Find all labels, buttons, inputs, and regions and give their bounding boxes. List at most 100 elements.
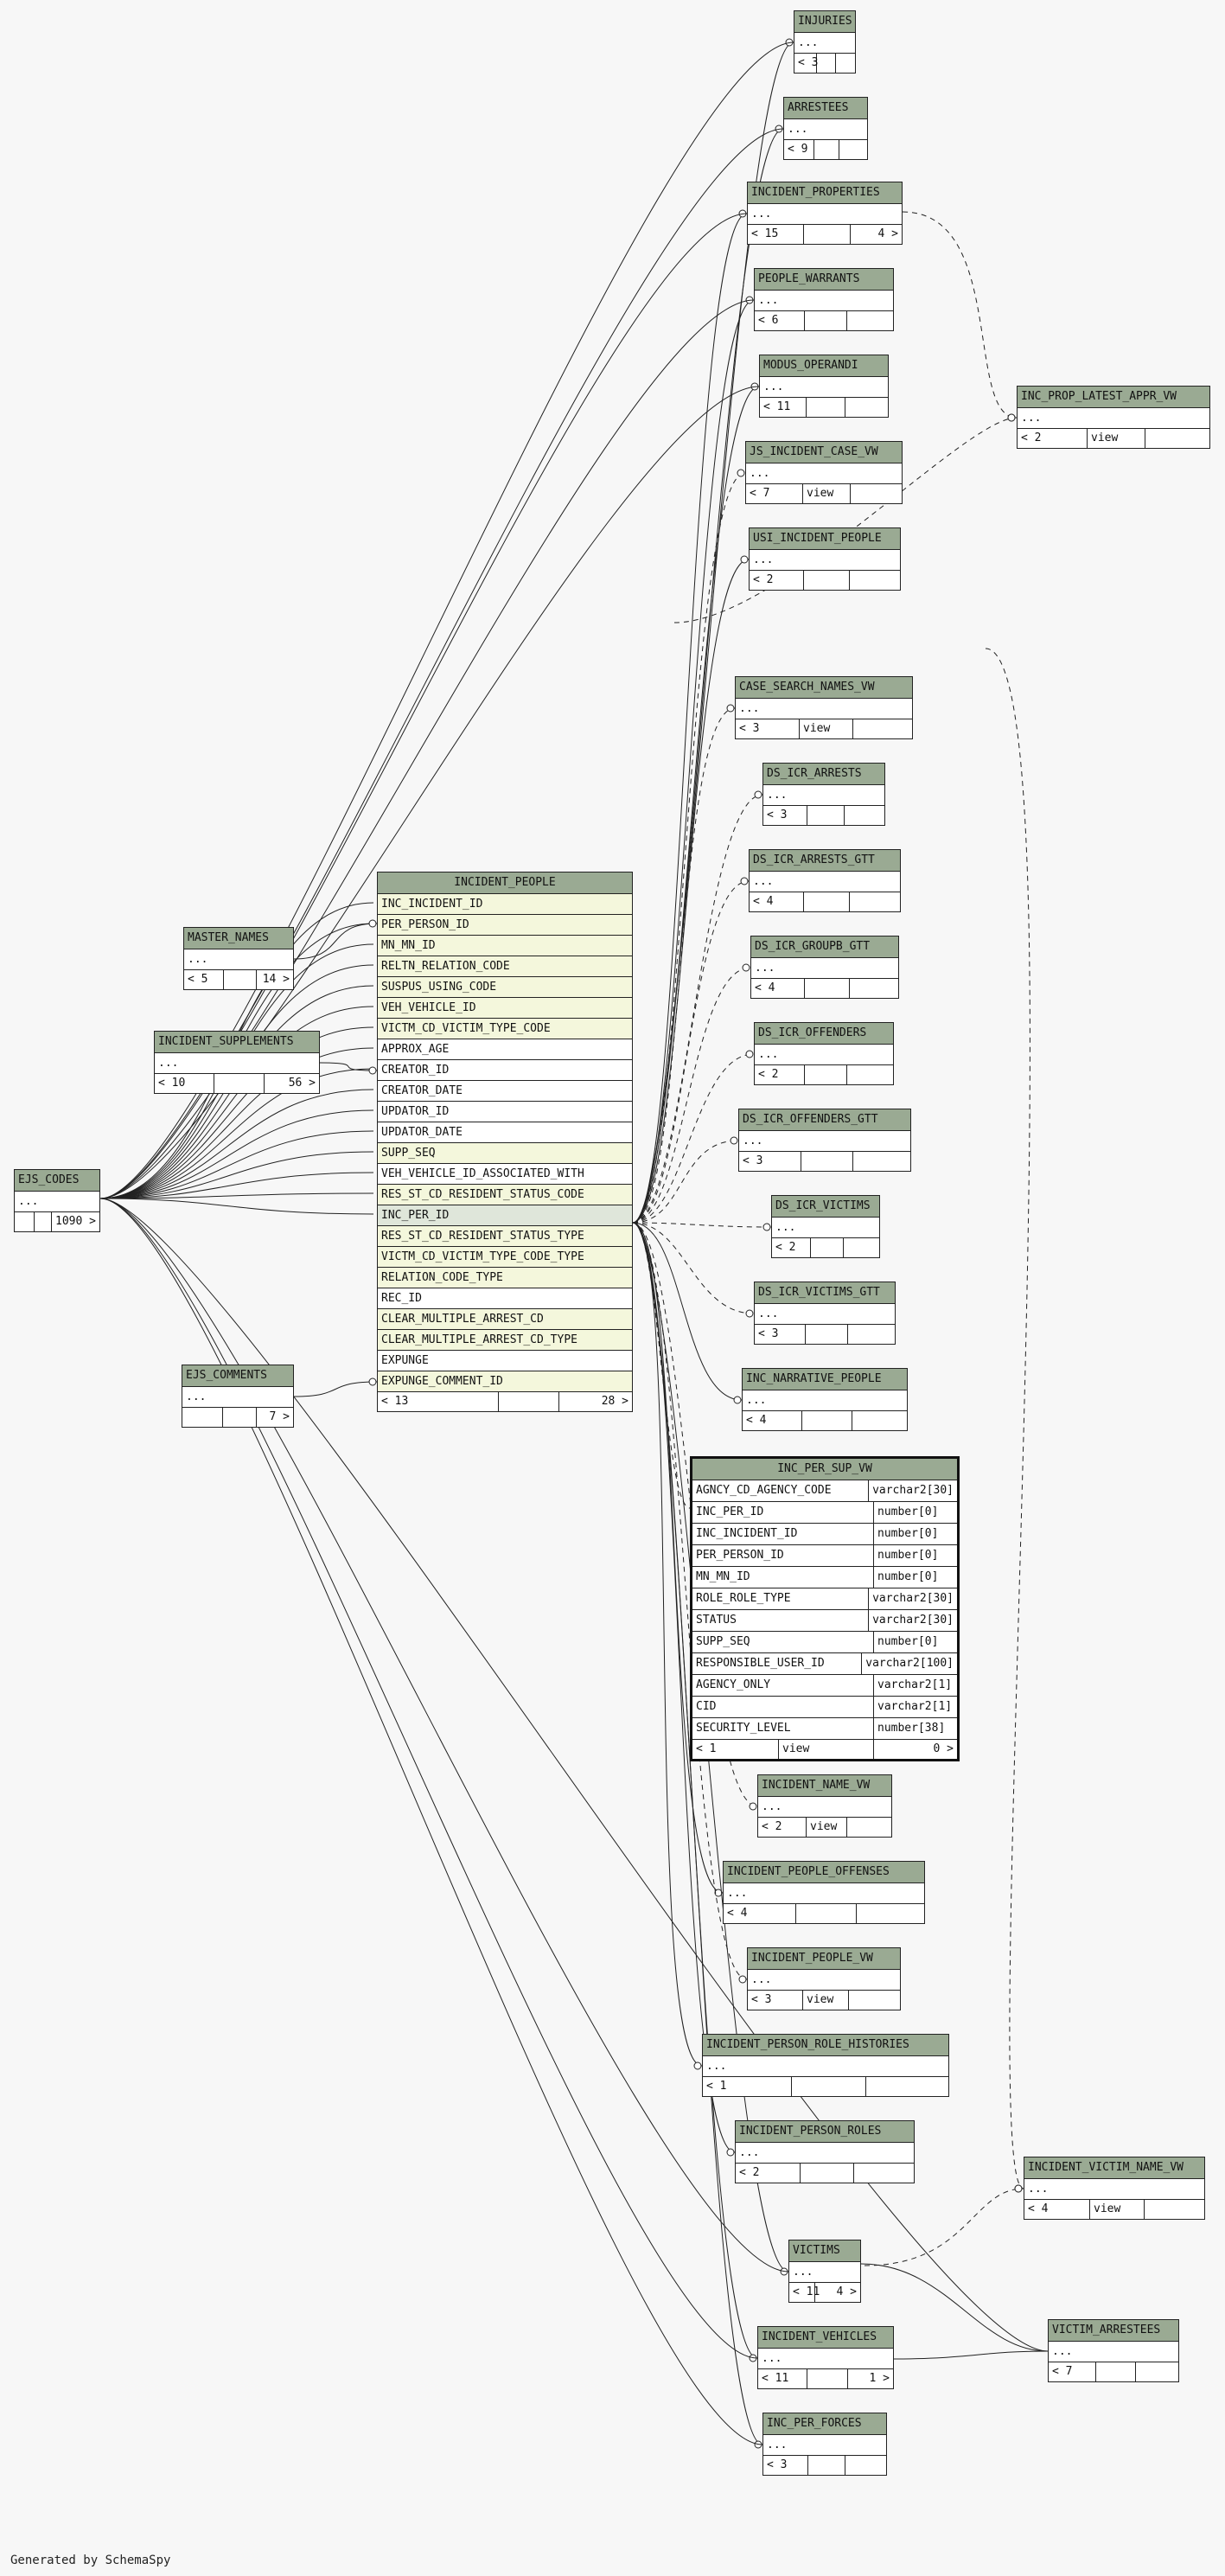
table-ejs-comments[interactable]: EJS_COMMENTS...7 > xyxy=(182,1365,294,1428)
parents-count: < 2 xyxy=(1018,429,1088,448)
table-title[interactable]: DS_ICR_VICTIMS_GTT xyxy=(755,1282,895,1304)
table-title[interactable]: INCIDENT_PROPERTIES xyxy=(748,182,902,204)
table-modus-operandi[interactable]: MODUS_OPERANDI...< 11 xyxy=(759,355,889,418)
table-title[interactable]: VICTIM_ARRESTEES xyxy=(1049,2320,1178,2342)
table-type: view xyxy=(807,1818,847,1837)
parents-count: < 3 xyxy=(794,54,818,73)
children-count xyxy=(849,1991,900,2010)
table-ds-icr-offenders-gtt[interactable]: DS_ICR_OFFENDERS_GTT...< 3 xyxy=(738,1109,911,1172)
table-title[interactable]: DS_ICR_OFFENDERS xyxy=(755,1023,893,1045)
table-footer: < 11 xyxy=(760,398,888,417)
table-title[interactable]: DS_ICR_OFFENDERS_GTT xyxy=(739,1109,910,1131)
column-victm-cd-victim-type-code-type: VICTM_CD_VICTIM_TYPE_CODE_TYPE xyxy=(378,1247,632,1268)
table-title[interactable]: INC_PER_SUP_VW xyxy=(692,1459,957,1480)
table-title[interactable]: INC_PER_FORCES xyxy=(763,2413,886,2435)
table-row: ... xyxy=(739,1131,910,1152)
table-row: ... xyxy=(794,33,855,54)
table-inc-narrative-people[interactable]: INC_NARRATIVE_PEOPLE...< 4 xyxy=(742,1368,908,1431)
table-footer: < 6 xyxy=(755,311,893,330)
table-title[interactable]: INJURIES xyxy=(794,11,855,33)
column-type: varchar2[100] xyxy=(865,1657,954,1670)
table-title[interactable]: INCIDENT_PEOPLE_OFFENSES xyxy=(724,1862,924,1883)
table-title[interactable]: MODUS_OPERANDI xyxy=(760,355,888,377)
table-title[interactable]: CASE_SEARCH_NAMES_VW xyxy=(736,677,912,699)
table-usi-incident-people[interactable]: USI_INCIDENT_PEOPLE...< 2 xyxy=(749,527,901,591)
view-relationship-line xyxy=(673,417,1018,623)
table-injuries[interactable]: INJURIES...< 3 xyxy=(794,10,856,74)
table-row: ... xyxy=(784,119,867,140)
table-row: ... xyxy=(184,949,293,970)
table-inc-per-forces[interactable]: INC_PER_FORCES...< 3 xyxy=(762,2413,887,2476)
table-title[interactable]: EJS_COMMENTS xyxy=(182,1365,293,1387)
table-title[interactable]: DS_ICR_ARRESTS xyxy=(763,764,884,785)
table-title[interactable]: DS_ICR_VICTIMS xyxy=(772,1196,879,1218)
table-people-warrants[interactable]: PEOPLE_WARRANTS...< 6 xyxy=(754,268,894,331)
table-ejs-codes[interactable]: EJS_CODES...1090 > xyxy=(14,1169,100,1232)
children-count xyxy=(850,571,900,590)
table-incident-people-offenses[interactable]: INCIDENT_PEOPLE_OFFENSES...< 4 xyxy=(723,1861,925,1924)
column-type: number[0] xyxy=(877,1527,939,1540)
column-type: varchar2[1] xyxy=(877,1700,953,1713)
table-title[interactable]: USI_INCIDENT_PEOPLE xyxy=(750,528,900,550)
table-title[interactable]: INCIDENT_VEHICLES xyxy=(758,2327,893,2349)
column-clear-multiple-arrest-cd: CLEAR_MULTIPLE_ARREST_CD xyxy=(378,1309,632,1330)
table-title[interactable]: JS_INCIDENT_CASE_VW xyxy=(746,442,902,463)
table-title[interactable]: DS_ICR_GROUPB_GTT xyxy=(751,936,898,958)
column-name: RESPONSIBLE_USER_ID xyxy=(692,1653,863,1674)
column-updator-id: UPDATOR_ID xyxy=(378,1102,632,1122)
table-title[interactable]: INC_PROP_LATEST_APPR_VW xyxy=(1018,387,1209,408)
table-title[interactable]: INCIDENT_PEOPLE_VW xyxy=(748,1948,900,1970)
table-title[interactable]: VICTIMS xyxy=(789,2240,860,2262)
table-title[interactable]: DS_ICR_ARRESTS_GTT xyxy=(750,850,900,872)
column-name: CID xyxy=(692,1697,874,1717)
table-title[interactable]: MASTER_NAMES xyxy=(184,928,293,949)
table-title[interactable]: INCIDENT_PERSON_ROLES xyxy=(736,2121,914,2143)
view-relationship-line xyxy=(985,648,1030,2189)
table-arrestees[interactable]: ARRESTEES...< 9 xyxy=(783,97,868,160)
table-ds-icr-arrests[interactable]: DS_ICR_ARRESTS...< 3 xyxy=(762,763,885,826)
column-veh-vehicle-id: VEH_VEHICLE_ID xyxy=(378,998,632,1019)
table-ds-icr-victims[interactable]: DS_ICR_VICTIMS...< 2 xyxy=(771,1195,880,1258)
table-type xyxy=(792,2077,866,2096)
table-ds-icr-victims-gtt[interactable]: DS_ICR_VICTIMS_GTT...< 3 xyxy=(754,1282,896,1345)
table-ds-icr-groupb-gtt[interactable]: DS_ICR_GROUPB_GTT...< 4 xyxy=(750,936,899,999)
table-incident-person-roles[interactable]: INCIDENT_PERSON_ROLES...< 2 xyxy=(735,2120,915,2183)
table-title[interactable]: INCIDENT_NAME_VW xyxy=(758,1775,891,1797)
table-ds-icr-arrests-gtt[interactable]: DS_ICR_ARRESTS_GTT...< 4 xyxy=(749,849,901,912)
column-name: SUPP_SEQ xyxy=(692,1632,874,1652)
table-title[interactable]: INCIDENT_PERSON_ROLE_HISTORIES xyxy=(703,2035,948,2056)
table-title[interactable]: PEOPLE_WARRANTS xyxy=(755,269,893,291)
table-incident-person-role-histories[interactable]: INCIDENT_PERSON_ROLE_HISTORIES...< 1 xyxy=(702,2034,949,2097)
table-title[interactable]: INCIDENT_PEOPLE xyxy=(378,873,632,894)
children-count xyxy=(850,892,900,911)
table-ds-icr-offenders[interactable]: DS_ICR_OFFENDERS...< 2 xyxy=(754,1022,894,1085)
view-relationship-line xyxy=(632,880,750,1224)
table-title[interactable]: INCIDENT_SUPPLEMENTS xyxy=(155,1032,319,1053)
table-title[interactable]: ARRESTEES xyxy=(784,98,867,119)
table-title[interactable]: EJS_CODES xyxy=(15,1170,99,1192)
relationship-endpoint xyxy=(740,877,749,885)
table-title[interactable]: INC_NARRATIVE_PEOPLE xyxy=(743,1369,907,1390)
table-victim-arrestees[interactable]: VICTIM_ARRESTEES...< 7 xyxy=(1048,2319,1179,2382)
table-title[interactable]: INCIDENT_VICTIM_NAME_VW xyxy=(1024,2157,1204,2179)
column-type: varchar2[30] xyxy=(872,1592,954,1605)
relationship-endpoint xyxy=(368,919,377,928)
relationship-line xyxy=(99,128,784,1199)
parents-count: < 4 xyxy=(724,1904,796,1923)
